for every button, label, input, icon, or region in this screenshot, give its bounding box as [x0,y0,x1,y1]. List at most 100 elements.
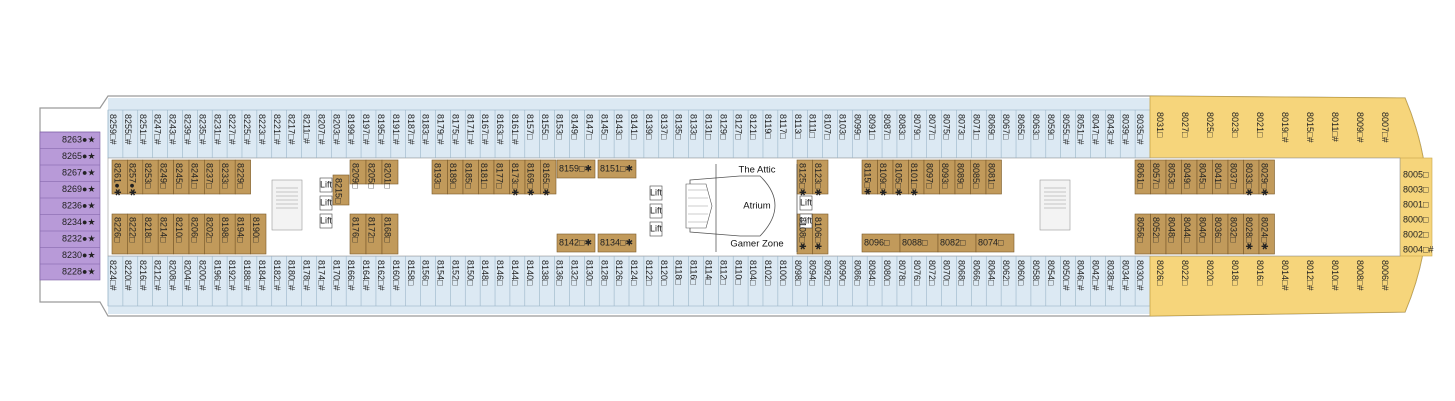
cabin-label[interactable]: 8225□# [242,114,252,144]
interior-cabin-label[interactable]: 8194□ [236,217,246,243]
lift-label[interactable]: Lift [320,215,333,225]
cabin-label[interactable]: 8138□ [540,260,550,286]
suite-label[interactable]: 8019□# [1280,112,1290,142]
interior-cabin-label[interactable]: 8210□ [174,217,184,243]
interior-cabin-label[interactable]: 8109□✱ [878,163,888,196]
stern-suite-label[interactable]: 8267●★ [62,167,96,177]
bow-suite-label[interactable]: 8000□ [1403,214,1429,224]
interior-cabin-label[interactable]: 8082□ [940,237,966,247]
cabin-label[interactable]: 8039□# [1120,114,1130,144]
suite-label[interactable]: 8007□# [1380,112,1390,142]
interior-cabin-label[interactable]: 8097□ [924,163,934,189]
cabin-label[interactable]: 8195□# [376,114,386,144]
atrium-label[interactable]: Atrium [743,201,771,212]
bow-suite-label[interactable]: 8001□ [1403,199,1429,209]
interior-cabin-label[interactable]: 8081□ [986,163,996,189]
interior-cabin-label[interactable]: 8233□ [220,163,230,189]
stern-suite-label[interactable]: 8236●★ [62,200,96,210]
cabin-label[interactable]: 8180□# [287,260,297,290]
cabin-label[interactable]: 8197□# [361,114,371,144]
cabin-label[interactable]: 8192□# [227,260,237,290]
cabin-label[interactable]: 8118□ [674,260,684,285]
cabin-label[interactable]: 8117□ [778,114,788,139]
interior-cabin-label[interactable]: 8222□ [128,217,138,243]
cabin-label[interactable]: 8038□# [1105,260,1115,290]
interior-cabin-label[interactable]: 8165□✱ [541,163,551,196]
interior-cabin-label[interactable]: 8024□✱ [1259,217,1269,250]
interior-cabin-label[interactable]: 8053□ [1166,163,1176,189]
cabin-label[interactable]: 8064□ [986,260,996,286]
bow-suite-label[interactable]: 8004□# [1403,244,1433,254]
cabin-label[interactable]: 8204□# [182,260,192,290]
cabin-label[interactable]: 8077□ [927,114,937,140]
cabin-label[interactable]: 8130□ [584,260,594,286]
cabin-label[interactable]: 8135□ [674,114,684,140]
interior-cabin-label[interactable]: 8045□ [1197,163,1207,189]
cabin-label[interactable]: 8043□# [1105,114,1115,144]
stern-suite-label[interactable]: 8228●★ [62,266,96,276]
cabin-label[interactable]: 8129□ [718,114,728,140]
interior-cabin-label[interactable]: 8029□✱ [1259,163,1269,196]
cabin-label[interactable]: 8079□ [912,114,922,140]
cabin-label[interactable]: 8068□ [957,260,967,286]
cabin-label[interactable]: 8047□# [1091,114,1101,144]
interior-cabin-label[interactable]: 8168□ [383,217,393,243]
suite-label[interactable]: 8023□ [1230,112,1240,138]
interior-cabin-label[interactable]: 8249□ [159,163,169,189]
interior-cabin-label[interactable]: 8245□ [174,163,184,189]
cabin-label[interactable]: 8133□ [689,114,699,140]
cabin-label[interactable]: 8102□ [763,260,773,286]
cabin-label[interactable]: 8156□ [421,260,431,286]
cabin-label[interactable]: 8171□# [465,114,475,144]
cabin-label[interactable]: 8087□ [882,114,892,140]
cabin-label[interactable]: 8217□# [287,114,297,144]
cabin-label[interactable]: 8111□ [808,114,818,139]
cabin-label[interactable]: 8099□ [852,114,862,140]
cabin-label[interactable]: 8184□# [257,260,267,290]
cabin-label[interactable]: 8227□# [227,114,237,144]
interior-cabin-label[interactable]: 8205□ [367,163,377,189]
cabin-label[interactable]: 8216□# [138,260,148,290]
cabin-label[interactable]: 8110□ [733,260,743,285]
cabin-label[interactable]: 8122□ [644,260,654,286]
suite-label[interactable]: 8022□ [1180,260,1190,286]
cabin-label[interactable]: 8179□# [436,114,446,144]
interior-cabin-label[interactable]: 8202□ [205,217,215,243]
cabin-label[interactable]: 8128□ [599,260,609,286]
cabin-label[interactable]: 8104□ [748,260,758,286]
cabin-label[interactable]: 8223□# [257,114,267,144]
cabin-label[interactable]: 8203□# [331,114,341,144]
interior-cabin-label[interactable]: 8044□ [1182,217,1192,243]
cabin-label[interactable]: 8035□# [1135,114,1145,144]
interior-cabin-label[interactable]: 8093□ [940,163,950,189]
gamer-zone-label[interactable]: Gamer Zone [730,239,783,250]
suite-label[interactable]: 8016□ [1255,260,1265,286]
lift-label[interactable]: Lift [650,223,663,233]
interior-cabin-label[interactable]: 8096□ [864,237,890,247]
cabin-label[interactable]: 8155□ [540,114,550,140]
cabin-label[interactable]: 8160□# [391,260,401,290]
cabin-label[interactable]: 8212□# [153,260,163,290]
cabin-label[interactable]: 8200□# [197,260,207,290]
interior-cabin-label[interactable]: 8201□ [383,163,393,189]
cabin-label[interactable]: 8191□# [391,114,401,144]
lift-label[interactable]: Lift [650,187,663,197]
cabin-label[interactable]: 8103□ [837,114,847,140]
cabin-label[interactable]: 8063□ [1031,114,1041,140]
suite-label[interactable]: 8021□ [1255,112,1265,138]
cabin-label[interactable]: 8162□# [376,260,386,290]
interior-cabin-label[interactable]: 8041□ [1213,163,1223,189]
interior-cabin-label[interactable]: 8189□ [448,163,458,189]
cabin-label[interactable]: 8084□ [867,260,877,286]
cabin-label[interactable]: 8147□ [584,114,594,140]
cabin-label[interactable]: 8127□ [733,114,743,140]
cabin-label[interactable]: 8154□ [436,260,446,286]
cabin-label[interactable]: 8144□ [510,260,520,286]
interior-cabin-label[interactable]: 8033□✱ [1244,163,1254,196]
cabin-label[interactable]: 8150□ [465,260,475,286]
cabin-label[interactable]: 8072□ [927,260,937,286]
lift-label[interactable]: Lift [800,197,813,207]
interior-cabin-label[interactable]: 8198□ [220,217,230,243]
cabin-label[interactable]: 8091□ [867,114,877,140]
interior-cabin-label[interactable]: 8085□ [971,163,981,189]
